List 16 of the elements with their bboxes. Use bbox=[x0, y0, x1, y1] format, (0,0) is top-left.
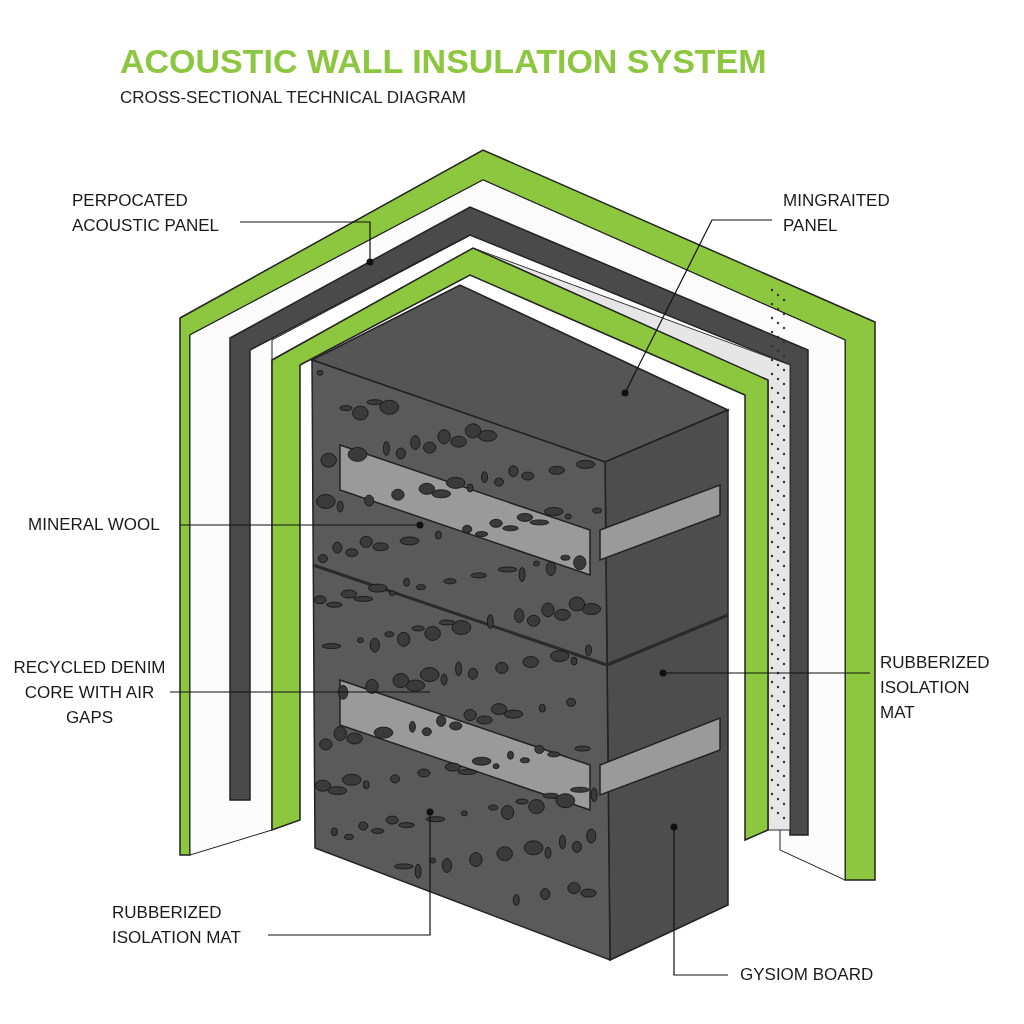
leader-line bbox=[621, 219, 773, 397]
leader-line bbox=[659, 669, 871, 677]
leader-line bbox=[239, 221, 374, 266]
callout-label: RUBBERIZED ISOLATION MAT bbox=[880, 650, 990, 725]
leader-line bbox=[670, 823, 729, 976]
callout-label: RECYCLED DENIM CORE WITH AIR GAPS bbox=[12, 655, 167, 730]
diagram-title: ACOUSTIC WALL INSULATION SYSTEM bbox=[120, 42, 767, 81]
callout-label: MINERAL WOOL bbox=[28, 512, 178, 537]
leader-line bbox=[179, 521, 424, 529]
diagram-subtitle: CROSS-SECTIONAL TECHNICAL DIAGRAM bbox=[120, 88, 467, 108]
leader-line bbox=[267, 808, 434, 936]
callout-label: PERPOCATED ACOUSTIC PANEL bbox=[72, 188, 237, 238]
callout-label: RUBBERIZED ISOLATION MAT bbox=[112, 900, 272, 950]
leader-line bbox=[169, 691, 431, 693]
callout-label: MINGRAITED PANEL bbox=[783, 188, 913, 238]
callout-label: GYSIOM BOARD bbox=[740, 962, 890, 987]
